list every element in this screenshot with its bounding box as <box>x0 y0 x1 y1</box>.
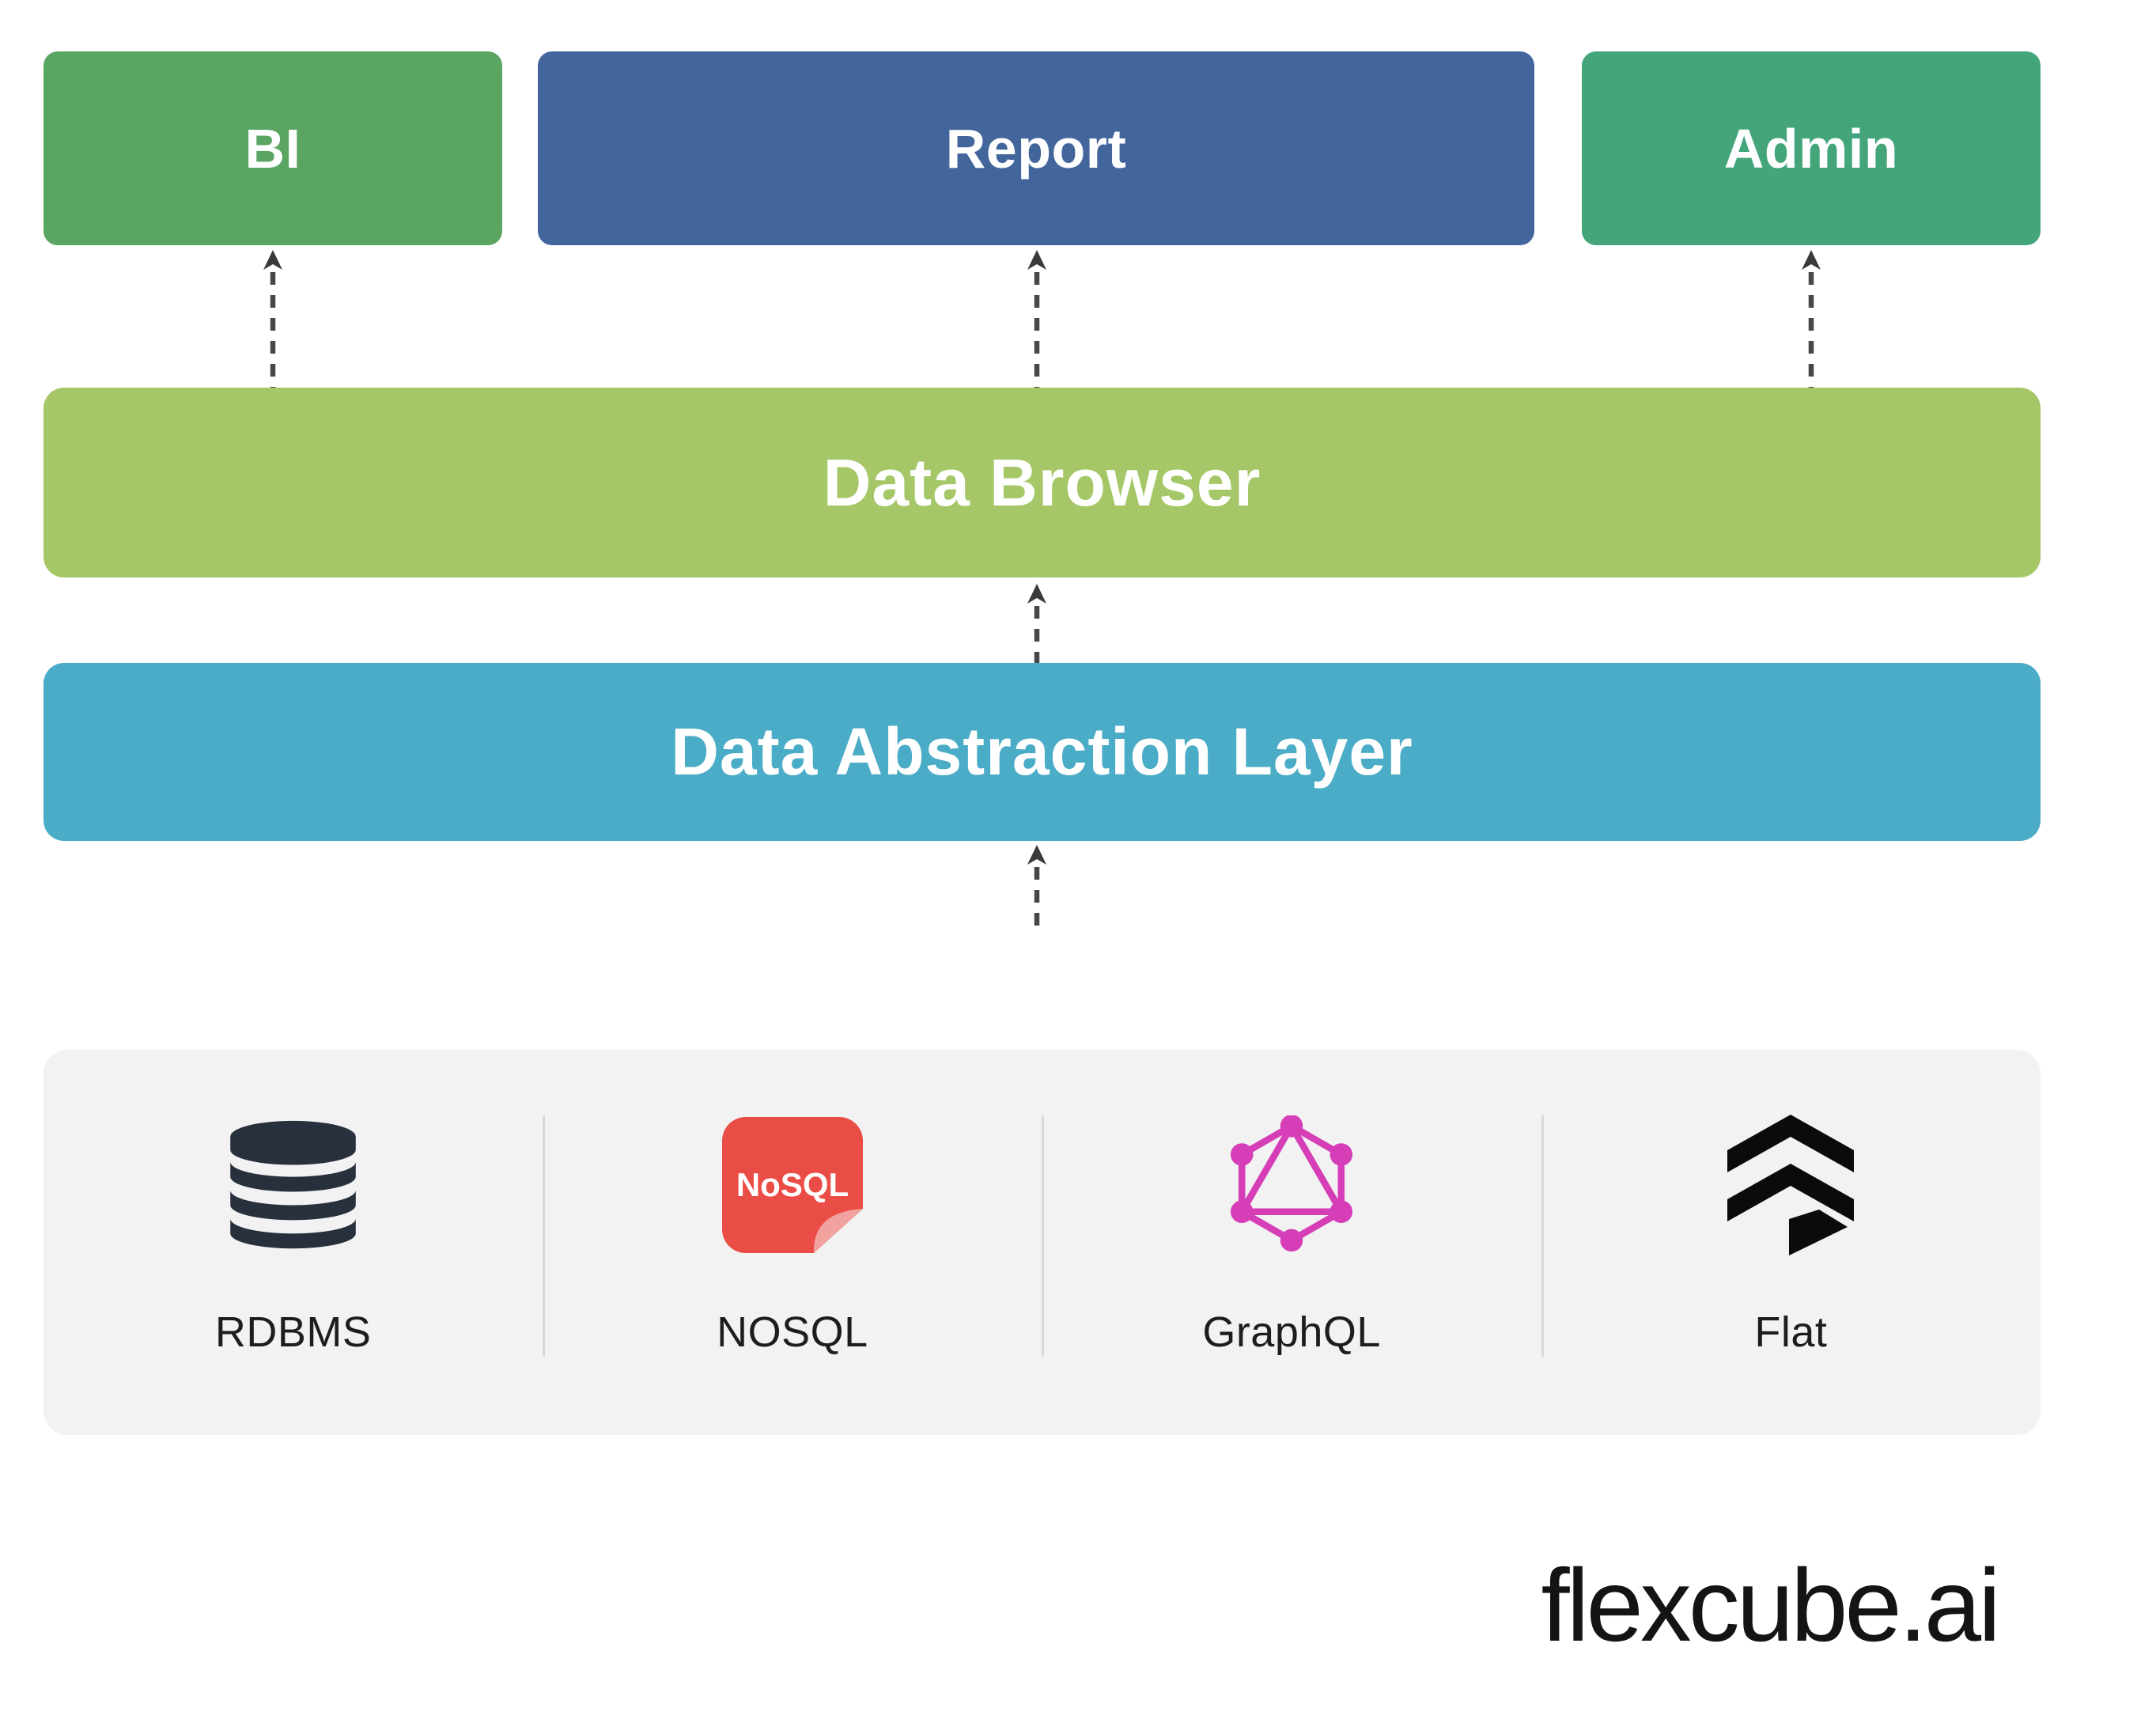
data-sources-panel: RDBMS NoSQL NOSQL <box>43 1050 2041 1435</box>
source-label: RDBMS <box>214 1308 372 1356</box>
report-box: Report <box>538 51 1534 245</box>
data-browser-layer: Data Browser <box>43 388 2041 577</box>
divider <box>1541 1115 1544 1357</box>
bi-box-label: BI <box>244 117 301 180</box>
data-abstraction-label: Data Abstraction Layer <box>671 714 1413 789</box>
flat-file-icon <box>1727 1114 1855 1255</box>
source-label: Flat <box>1754 1308 1828 1356</box>
divider <box>1042 1115 1044 1357</box>
source-label: NOSQL <box>717 1308 868 1356</box>
admin-box-label: Admin <box>1723 117 1899 180</box>
nosql-badge-text: NoSQL <box>736 1166 849 1203</box>
nosql-document-icon: NoSQL <box>721 1116 863 1253</box>
arrow-up-icon <box>1802 250 1821 389</box>
report-box-label: Report <box>945 117 1127 180</box>
arrow-up-icon <box>263 250 282 389</box>
flexcube-logo: flexcube.ai <box>1541 1547 2001 1663</box>
data-browser-label: Data Browser <box>823 445 1261 520</box>
graphql-icon <box>1231 1115 1353 1252</box>
bi-box: BI <box>43 51 502 245</box>
arrow-up-icon <box>1027 845 1046 935</box>
arrow-up-icon <box>1027 250 1046 389</box>
database-icon <box>230 1120 356 1248</box>
source-rdbms: RDBMS <box>43 1050 543 1435</box>
data-abstraction-layer: Data Abstraction Layer <box>43 663 2041 841</box>
source-nosql: NoSQL NOSQL <box>543 1050 1042 1435</box>
admin-box: Admin <box>1582 51 2041 245</box>
source-graphql: GraphQL <box>1042 1050 1541 1435</box>
source-label: GraphQL <box>1202 1308 1381 1356</box>
source-flat: Flat <box>1541 1050 2041 1435</box>
divider <box>543 1115 545 1357</box>
arrow-up-icon <box>1027 584 1046 665</box>
